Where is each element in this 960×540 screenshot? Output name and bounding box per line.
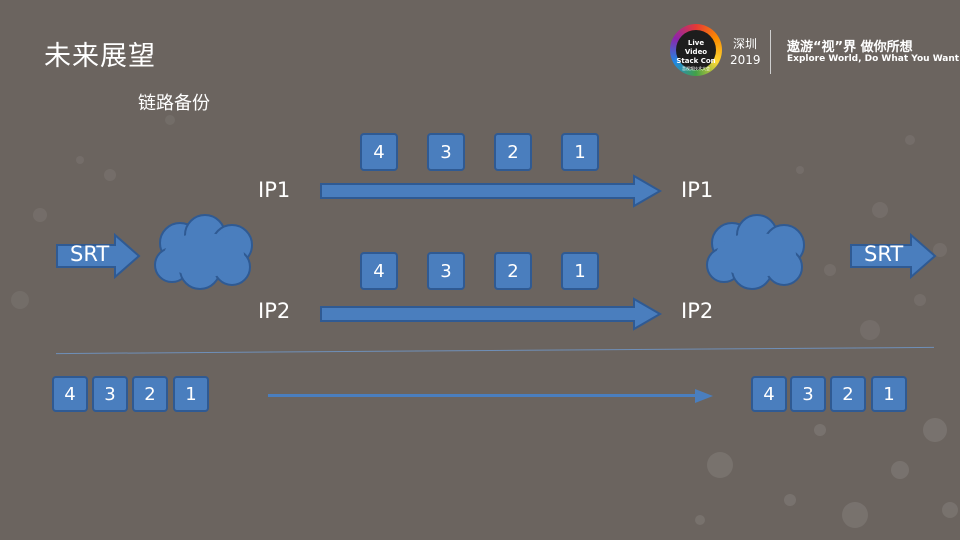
path1-packet: 2 [494,133,532,171]
path2-packet: 2 [494,252,532,290]
path2-arrow-icon [320,297,662,331]
slide-subtitle: 链路备份 [138,93,210,114]
srt-input-label: SRT [70,242,110,266]
cloud-network-right-icon [706,214,805,290]
bottom-arrow-head-icon [695,389,713,403]
bottom-right-packet: 2 [830,376,866,412]
cloud-network-left-icon [154,214,253,290]
slogan-chinese: 遨游“视”界 做你所想 [787,40,913,55]
path1-source-label: IP1 [258,178,291,202]
logo-line2: Stack Con [676,57,716,65]
bottom-arrow-shaft [268,394,696,397]
slide-title: 未来展望 [44,41,156,72]
logo-line1: Live Video [684,39,708,56]
path2-packet: 4 [360,252,398,290]
path1-packet: 3 [427,133,465,171]
path2-destination-label: IP2 [681,299,714,323]
event-city: 深圳 [732,37,757,51]
bottom-right-packet: 1 [871,376,907,412]
srt-input-arrow-icon [56,233,141,279]
srt-output-label: SRT [864,242,904,266]
path2-packet: 3 [427,252,465,290]
logo-line3: 音视频技术大会 [682,66,710,71]
bottom-left-packet: 3 [92,376,128,412]
header-divider [770,30,771,74]
path1-arrow-icon [320,174,662,208]
event-year: 2019 [730,53,761,67]
bottom-right-packet: 4 [751,376,787,412]
slogan-english: Explore World, Do What You Want [787,54,960,64]
path1-destination-label: IP1 [681,178,714,202]
bottom-right-packet: 3 [790,376,826,412]
logo-inner: Live Video Stack Con 音视频技术大会 [676,30,716,71]
bottom-left-packet: 4 [52,376,88,412]
event-location: 深圳 2019 [730,36,761,68]
srt-output-arrow-icon [850,233,937,279]
path2-source-label: IP2 [258,299,291,323]
path2-packet: 1 [561,252,599,290]
path1-packet: 1 [561,133,599,171]
path1-packet: 4 [360,133,398,171]
bottom-left-packet: 2 [132,376,168,412]
bottom-left-packet: 1 [173,376,209,412]
livevideostackcon-logo: Live Video Stack Con 音视频技术大会 [670,24,722,76]
